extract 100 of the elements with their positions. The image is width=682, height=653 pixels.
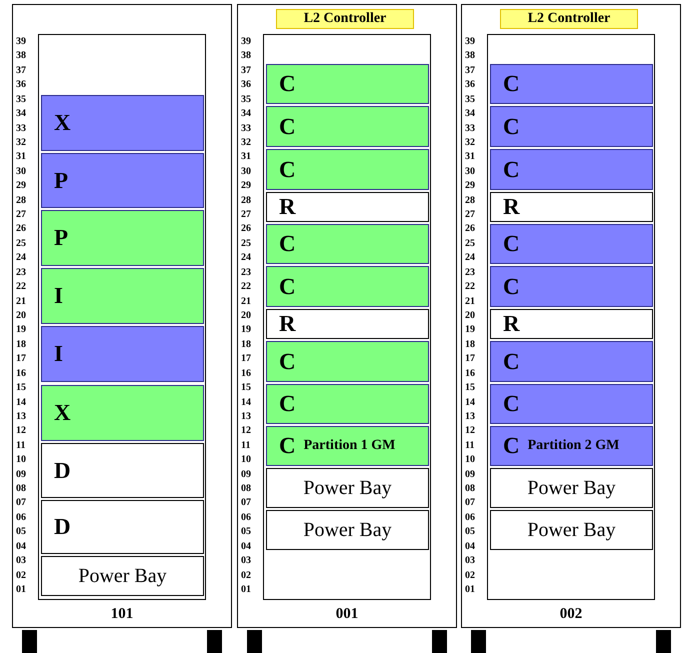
unit-number: 22 [16, 281, 26, 294]
unit-number: 06 [16, 512, 26, 524]
unit-number: 05 [241, 526, 251, 538]
unit-number: 25 [241, 238, 251, 250]
unit-number: 31 [465, 151, 475, 164]
unit-number: 38 [241, 50, 251, 62]
module-name: Power Bay [303, 518, 392, 542]
module-letter: C [279, 274, 296, 300]
unit-number: 36 [16, 79, 26, 92]
unit-number: 10 [16, 454, 26, 466]
module-letter: C [279, 156, 296, 182]
module-name: Power Bay [78, 564, 167, 588]
unit-number: 04 [465, 540, 475, 553]
module-letter: R [503, 194, 520, 220]
rack-module [41, 556, 204, 596]
unit-number: 11 [16, 440, 26, 452]
module-letter: D [54, 514, 71, 540]
rack-module [490, 149, 653, 190]
rack-module [41, 500, 204, 554]
unit-number: 31 [16, 151, 26, 164]
unit-number: 37 [465, 64, 475, 77]
module-letter: C [279, 391, 296, 417]
unit-number: 27 [16, 209, 26, 222]
unit-number: 34 [16, 108, 26, 120]
module-letter: C [279, 231, 296, 257]
controller-box: L2 Controller [276, 9, 414, 29]
rack-number: 101 [110, 606, 134, 623]
module-letter: I [54, 283, 63, 309]
unit-number: 02 [16, 570, 26, 582]
unit-number: 21 [16, 296, 26, 308]
unit-number: 06 [465, 512, 475, 524]
unit-number: 16 [241, 368, 251, 380]
module-letter: C [503, 433, 520, 459]
rack-frame [12, 4, 232, 628]
unit-number: 35 [465, 94, 475, 106]
rack-module [490, 341, 653, 382]
unit-number: 26 [241, 223, 251, 236]
unit-number: 33 [241, 122, 251, 135]
unit-number: 13 [241, 410, 251, 423]
rack-module [41, 326, 204, 382]
unit-number: 35 [241, 94, 251, 106]
unit-number: 06 [241, 512, 251, 524]
unit-number: 33 [465, 122, 475, 135]
unit-number: 32 [241, 136, 251, 149]
unit-number: 27 [465, 209, 475, 222]
module-letter: C [279, 433, 296, 459]
unit-number: 24 [465, 252, 475, 264]
rack-module [41, 268, 204, 324]
rack-module [490, 426, 653, 466]
rack-module [266, 64, 429, 104]
unit-number: 03 [465, 555, 475, 568]
unit-number: 32 [465, 136, 475, 149]
rack-frame [237, 4, 457, 628]
unit-number: 19 [465, 324, 475, 336]
module-letter: X [54, 400, 71, 426]
unit-number: 02 [465, 570, 475, 582]
rack-module [490, 266, 653, 307]
module-letter: P [54, 168, 68, 194]
unit-number: 31 [241, 151, 251, 164]
unit-number: 04 [16, 540, 26, 553]
unit-number: 08 [16, 483, 26, 496]
module-letter: R [503, 311, 520, 337]
unit-number: 28 [465, 194, 475, 207]
unit-number: 17 [241, 353, 251, 366]
module-letter: C [503, 274, 520, 300]
unit-number: 25 [465, 238, 475, 250]
unit-number: 15 [241, 382, 251, 394]
rack-module [41, 443, 204, 498]
unit-number: 13 [16, 410, 26, 423]
unit-number: 27 [241, 209, 251, 222]
unit-number: 07 [465, 497, 475, 510]
rack-module [266, 426, 429, 466]
module-letter: C [503, 348, 520, 374]
module-letter: X [54, 110, 71, 136]
unit-number: 05 [16, 526, 26, 538]
unit-number: 04 [241, 540, 251, 553]
rack-module [266, 309, 429, 339]
unit-number: 12 [16, 425, 26, 438]
unit-number: 15 [16, 382, 26, 394]
unit-number: 39 [465, 36, 475, 48]
unit-number: 26 [16, 223, 26, 236]
unit-number: 16 [465, 368, 475, 380]
unit-number: 23 [16, 266, 26, 279]
rack-module [490, 309, 653, 339]
rack-module [490, 64, 653, 104]
module-letter: C [503, 71, 520, 97]
unit-number: 24 [16, 252, 26, 264]
unit-number: 30 [16, 166, 26, 178]
rack-module [490, 224, 653, 264]
rack-module [41, 95, 204, 151]
rack-number: 002 [558, 606, 584, 623]
rack-module [490, 192, 653, 222]
unit-number: 18 [16, 338, 26, 351]
unit-number: 21 [465, 296, 475, 308]
unit-number: 36 [465, 79, 475, 92]
unit-number: 39 [241, 36, 251, 48]
unit-number: 38 [465, 50, 475, 62]
unit-number: 24 [241, 252, 251, 264]
module-letter: C [279, 348, 296, 374]
rack-module [490, 510, 653, 550]
